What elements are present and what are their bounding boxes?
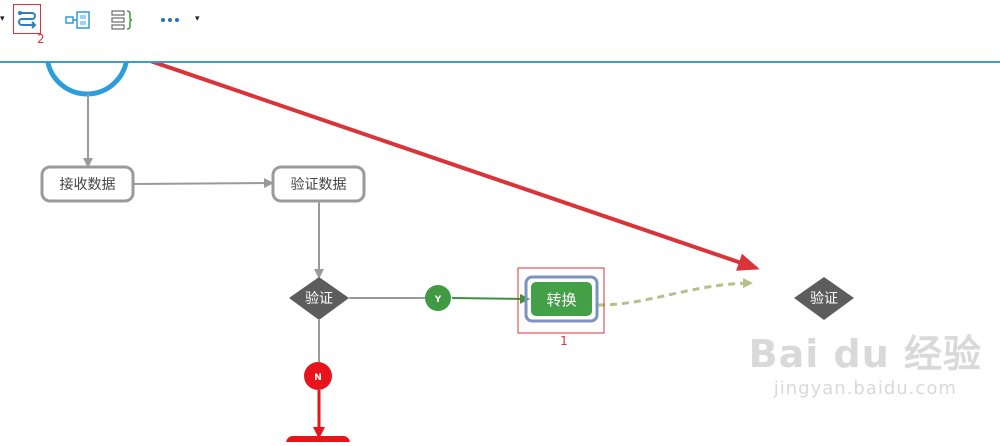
more-icon [161,18,179,22]
branch-yes-marker[interactable] [425,285,451,311]
node-decision[interactable] [289,277,349,320]
list-brace-icon [111,10,133,30]
watermark-logo: Bai du 经验 [748,332,982,376]
node-convert-label: 转换 [546,291,576,309]
toolbar-caret-left-icon[interactable]: ▾ [0,14,5,24]
transition-icon [18,11,37,29]
toolbar-divider [0,61,1000,63]
edge-receive-verify [132,178,274,189]
container-tool-button[interactable] [64,6,92,34]
annotation-label-1: 1 [560,334,568,348]
more-dropdown-caret-icon[interactable]: ▾ [195,14,200,24]
branch-yes-label: Y [434,295,442,305]
container-icon [65,11,90,29]
node-error-terminal[interactable] [286,436,350,446]
node-decision-2[interactable] [794,277,854,320]
list-brace-tool-button[interactable] [108,6,136,34]
edge-convert-pending [597,278,753,307]
node-convert[interactable] [531,282,592,316]
node-receive-data[interactable] [40,165,135,203]
transition-tool-button[interactable] [13,4,41,34]
watermark-url: jingyan.baidu.com [773,378,957,399]
node-verify-data-label: 验证数据 [291,177,347,193]
node-decision-2-label: 验证 [810,291,838,307]
more-tool-button[interactable] [156,6,184,34]
toolbar: ▾ 2 ▾ [0,0,1000,63]
node-decision-label: 验证 [305,291,333,307]
annotation-box-1 [517,267,605,334]
annotation-arrow [41,22,760,271]
node-verify-data[interactable] [271,165,366,203]
branch-no-label: N [314,373,322,383]
annotation-label-2: 2 [37,32,45,46]
branch-no-marker[interactable] [304,362,332,390]
node-convert-selection [524,275,599,323]
watermark: Bai du 经验 jingyan.baidu.com [749,332,982,399]
edge-yes-convert [451,293,530,304]
node-receive-data-label: 接收数据 [60,176,116,193]
